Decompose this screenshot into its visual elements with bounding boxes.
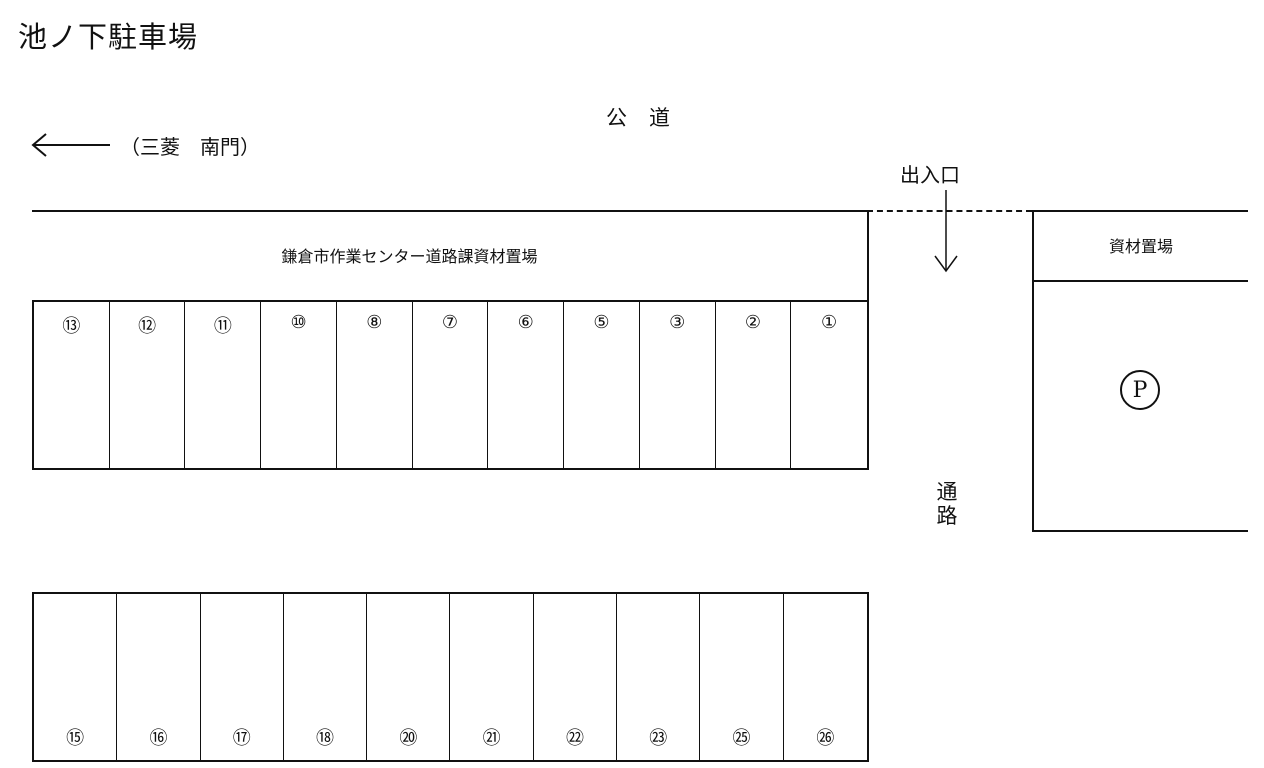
passage-label: 通路 [936,480,958,528]
parking-space-number: ⑩ [290,312,307,333]
facility-label: 鎌倉市作業センター道路課資材置場 [281,247,538,266]
parking-space: ⑯ [117,594,201,760]
parking-space: ⑳ [367,594,451,760]
storage-parking-area: 資材置場 [1032,210,1248,532]
storage-yard: 資材置場 [1034,210,1248,282]
parking-space-number: ㉕ [732,728,751,749]
parking-space-number: ㉖ [816,728,835,749]
parking-space: ⑧ [337,302,413,468]
parking-space-number: ⑱ [316,728,335,749]
parking-space: ⑤ [564,302,640,468]
parking-space-number: ① [821,312,838,333]
parking-space-number: ⑯ [149,728,168,749]
parking-space-number: ⑳ [399,728,418,749]
parking-space: ⑬ [34,302,110,468]
parking-space: ⑫ [110,302,186,468]
direction-indicator: （三菱 南門） [30,130,260,160]
parking-space: ⑩ [261,302,337,468]
parking-row-bottom: ⑮ ⑯ ⑰ ⑱ ⑳ ㉑ ㉒ ㉓ ㉕ ㉖ [32,592,869,762]
parking-space: ③ [640,302,716,468]
facility-area: 鎌倉市作業センター道路課資材置場 [32,210,869,302]
parking-space-number: ㉑ [482,728,501,749]
road-boundary-line-right [1032,210,1248,212]
left-arrow-icon [31,133,110,157]
parking-space: ㉒ [534,594,618,760]
parking-space-number: ⑧ [366,312,383,333]
down-arrow-icon [934,190,958,273]
parking-space-number: ⑪ [213,316,232,337]
parking-space-number: ⑥ [517,312,534,333]
parking-space-number: ⑰ [232,728,251,749]
parking-space: ㉖ [784,594,867,760]
parking-space-number: ⑦ [441,312,459,333]
parking-space-number: ㉓ [649,728,668,749]
page-title: 池ノ下駐車場 [18,20,199,54]
parking-space: ① [791,302,867,468]
storage-label: 資材置場 [1108,237,1173,256]
parking-space: ⑦ [413,302,489,468]
parking-space: ⑰ [201,594,284,760]
parking-space: ㉓ [617,594,701,760]
parking-row-top: ⑬ ⑫ ⑪ ⑩ ⑧ ⑦ ⑥ ⑤ ③ ② ① [32,300,869,470]
parking-space-number: ⑫ [138,316,157,337]
parking-p-icon: P [1120,370,1160,410]
parking-space: ㉕ [700,594,784,760]
parking-space-number: ③ [669,312,686,333]
parking-space: ⑱ [284,594,368,760]
parking-space: ⑥ [488,302,565,468]
parking-space-number: ⑬ [62,316,81,337]
parking-space-number: ⑮ [66,728,85,749]
parking-space-number: ㉒ [565,728,584,749]
entrance-label: 出入口 [900,163,960,187]
parking-space: ② [716,302,792,468]
entrance-dashed-line [867,210,1032,212]
public-road-label: 公道 [606,106,692,130]
parking-space-number: ② [744,312,761,333]
road-boundary-line [32,210,867,212]
parking-space-number: ⑤ [593,312,610,333]
parking-space: ⑮ [34,594,118,760]
parking-space: ⑪ [185,302,262,468]
parking-space: ㉑ [451,594,534,760]
direction-label: （三菱 南門） [120,134,260,159]
